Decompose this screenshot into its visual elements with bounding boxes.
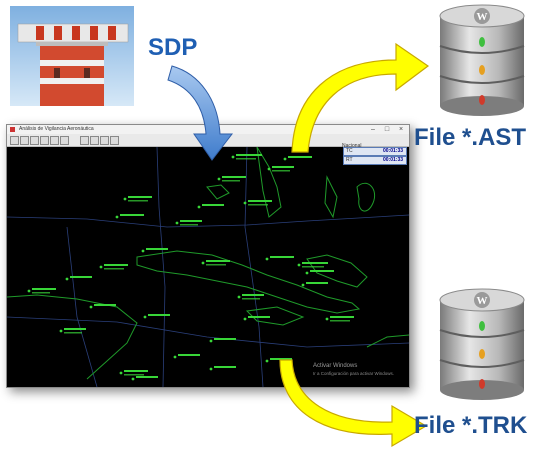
svg-text:W: W [477, 11, 488, 23]
filter-button[interactable] [20, 136, 29, 145]
zoom-button[interactable] [60, 136, 69, 145]
radar-scope[interactable] [7, 147, 409, 387]
svg-text:W: W [477, 295, 488, 307]
step-button[interactable] [90, 136, 99, 145]
clock-time: 00:01:33 [382, 157, 403, 163]
play-button[interactable] [80, 136, 89, 145]
activation-watermark-title: Activar Windows [313, 363, 358, 369]
window-titlebar: Análisis de Vigilancia Aeronáutica – □ × [7, 125, 409, 134]
activation-watermark-subtitle: Ir a Configuración para activar Windows. [313, 371, 395, 376]
minimize-button[interactable]: – [371, 126, 375, 133]
clock-display-rt: RT 00:01:33 [343, 156, 407, 165]
file-ast-label: File *.AST [414, 124, 527, 151]
record-button[interactable] [100, 136, 109, 145]
open-file-button[interactable] [10, 136, 19, 145]
clock-tag: TC [346, 148, 353, 154]
layers-button[interactable] [50, 136, 59, 145]
maximize-button[interactable]: □ [384, 126, 390, 133]
fir-boundaries [7, 147, 409, 387]
radar-station-photo [10, 6, 134, 106]
database-icon: W [432, 286, 532, 406]
status-panel: Nacional [339, 134, 409, 149]
close-button[interactable]: × [398, 126, 404, 133]
file-trk-label: File *.TRK [414, 412, 528, 439]
clock-display-tc: TC 00:01:33 [343, 147, 407, 156]
database-icon: W [432, 2, 532, 122]
app-icon [10, 127, 15, 132]
radar-button[interactable] [40, 136, 49, 145]
radar-display-window: Análisis de Vigilancia Aeronáutica – □ ×… [6, 124, 410, 388]
stop-button[interactable] [110, 136, 119, 145]
coastlines [7, 147, 409, 380]
sdp-label: SDP [148, 34, 198, 61]
window-title: Análisis de Vigilancia Aeronáutica [19, 126, 94, 132]
aircraft-tracks [27, 154, 354, 381]
clock-time: 00:01:33 [382, 148, 403, 154]
settings-button[interactable] [30, 136, 39, 145]
clock-tag: RT [346, 157, 353, 163]
